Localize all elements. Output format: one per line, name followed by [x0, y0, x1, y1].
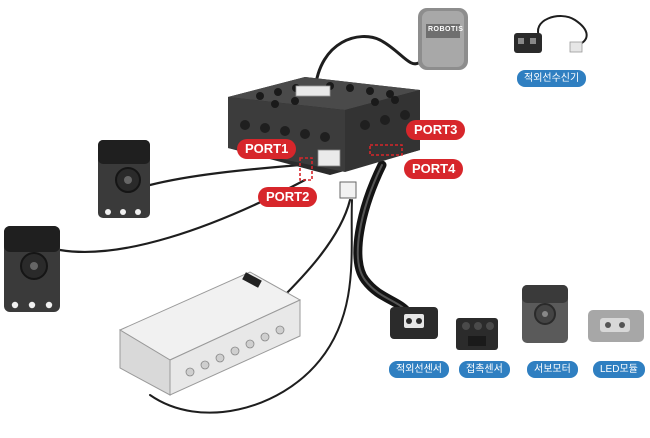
cables	[58, 35, 422, 419]
ledbar-cable	[278, 198, 352, 302]
servo-motor-label: 서보모터	[527, 361, 578, 378]
controller-body	[228, 77, 420, 199]
ir-receiver-label: 적외선수신기	[517, 70, 587, 87]
ir-sensor-label: 적외선센서	[389, 361, 449, 378]
servo1-cable	[148, 163, 302, 187]
sensor-cable	[353, 160, 415, 320]
bottom-cable	[149, 199, 353, 414]
ir-receiver-module	[514, 15, 588, 53]
ir-sensor-device	[390, 307, 438, 339]
led-module-device	[588, 310, 644, 342]
remote-cable	[313, 35, 422, 92]
remote-receiver-unit	[418, 8, 468, 70]
port1-highlight	[299, 157, 313, 181]
touch-sensor-label: 접촉센서	[459, 361, 510, 378]
servo-motor-1	[98, 140, 150, 218]
port4-label: PORT4	[404, 159, 464, 179]
port3-label: PORT3	[406, 120, 466, 140]
led-module-label: LED모듈	[593, 361, 645, 378]
servo-motor-device	[522, 285, 568, 343]
led-bar-module	[118, 271, 302, 396]
port2-label: PORT2	[258, 187, 318, 207]
port1-label: PORT1	[237, 139, 297, 159]
remote-brand-logo: ROBOTIS	[428, 26, 464, 33]
port3-highlight	[369, 144, 403, 156]
servo-motor-2	[4, 226, 60, 312]
touch-sensor-device	[456, 318, 498, 350]
